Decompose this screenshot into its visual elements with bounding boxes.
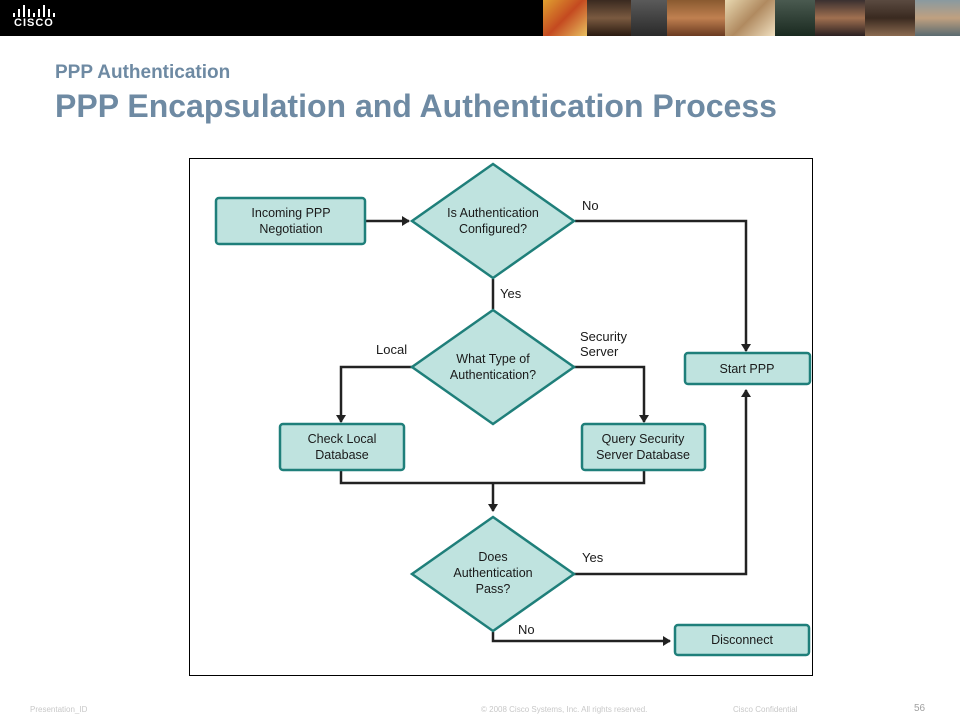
- edge-label-no: No: [582, 198, 599, 213]
- footer-confidential: Cisco Confidential: [733, 705, 798, 714]
- node-label: Incoming PPP: [251, 206, 330, 220]
- svg-text:Configured?: Configured?: [459, 222, 527, 236]
- edge-label-security: Security: [580, 329, 627, 344]
- slide-subtitle: PPP Authentication: [55, 62, 231, 83]
- node-label: Does: [478, 550, 507, 564]
- edge-configured-no-to-start: [575, 219, 751, 352]
- node-label: What Type of: [456, 352, 530, 366]
- footer-copyright: © 2008 Cisco Systems, Inc. All rights re…: [481, 705, 648, 714]
- node-label: Database: [315, 448, 369, 462]
- node-label: Pass?: [476, 582, 511, 596]
- node-label: Is Authentication: [447, 206, 539, 220]
- svg-text:No: No: [582, 198, 599, 213]
- flowchart: Incoming PPP Negotiation Is Authenticati…: [214, 162, 812, 657]
- edge-label-server: Server: [580, 344, 619, 359]
- node-is-auth-configured: Is Authentication Configured?: [409, 162, 577, 280]
- svg-text:Authentication?: Authentication?: [450, 368, 536, 382]
- node-label: Start PPP: [720, 362, 775, 376]
- svg-text:Query Security: Query Security: [602, 432, 685, 446]
- svg-text:What Type of: What Type of: [456, 352, 530, 366]
- edge-label-yes: Yes: [582, 550, 604, 565]
- header-photo: [667, 0, 725, 36]
- header-photo: [865, 0, 915, 36]
- edge-pass-no-to-disconnect: [491, 632, 671, 646]
- svg-text:Does: Does: [478, 550, 507, 564]
- header-photo: [815, 0, 865, 36]
- cisco-logo-text: CISCO: [14, 17, 54, 29]
- node-label: Disconnect: [711, 633, 773, 647]
- svg-text:Is Authentication: Is Authentication: [447, 206, 539, 220]
- page-number: 56: [914, 703, 926, 714]
- svg-text:Database: Database: [315, 448, 369, 462]
- svg-text:Disconnect: Disconnect: [711, 633, 773, 647]
- header-photo: [631, 0, 667, 36]
- cisco-bars-icon: [13, 5, 55, 17]
- node-disconnect: Disconnect: [673, 623, 811, 657]
- edge-label-no: No: [518, 622, 535, 637]
- svg-text:Security: Security: [580, 329, 627, 344]
- edge-pass-yes-to-start: [574, 389, 751, 576]
- svg-text:Pass?: Pass?: [476, 582, 511, 596]
- header-photo: [587, 0, 631, 36]
- svg-text:Check Local: Check Local: [308, 432, 377, 446]
- edge-type-local: [336, 365, 413, 423]
- svg-text:Start PPP: Start PPP: [720, 362, 775, 376]
- node-incoming-ppp: Incoming PPP Negotiation: [214, 196, 367, 246]
- header-photo: [775, 0, 815, 36]
- edge-label-yes: Yes: [500, 286, 522, 301]
- svg-text:Negotiation: Negotiation: [259, 222, 322, 236]
- node-start-ppp: Start PPP: [683, 351, 812, 386]
- node-does-auth-pass: Does Authentication Pass?: [409, 515, 577, 633]
- node-label: Authentication?: [450, 368, 536, 382]
- svg-text:Incoming PPP: Incoming PPP: [251, 206, 330, 220]
- header-photo: [915, 0, 960, 36]
- svg-text:Local: Local: [376, 342, 407, 357]
- svg-text:Server Database: Server Database: [596, 448, 690, 462]
- svg-text:Yes: Yes: [582, 550, 604, 565]
- header-photo-strip: [543, 0, 960, 36]
- edge-label-local: Local: [376, 342, 407, 357]
- slide-title: PPP Encapsulation and Authentication Pro…: [55, 88, 777, 124]
- node-label: Query Security: [602, 432, 685, 446]
- header-photo: [543, 0, 587, 36]
- footer-presentation-id: Presentation_ID: [30, 705, 88, 714]
- node-query-security-server: Query Security Server Database: [580, 422, 707, 472]
- cisco-logo: CISCO: [12, 4, 56, 32]
- node-check-local-database: Check Local Database: [278, 422, 406, 472]
- edge-type-security-server: [574, 365, 649, 423]
- node-label: Configured?: [459, 222, 527, 236]
- svg-text:No: No: [518, 622, 535, 637]
- svg-text:Server: Server: [580, 344, 619, 359]
- node-label: Negotiation: [259, 222, 322, 236]
- edge-local-merge: [339, 471, 646, 485]
- node-label: Authentication: [453, 566, 532, 580]
- header-photo: [725, 0, 775, 36]
- node-label: Check Local: [308, 432, 377, 446]
- top-banner: CISCO: [0, 0, 960, 36]
- connectors: [336, 216, 751, 646]
- node-what-type-auth: What Type of Authentication?: [409, 308, 577, 426]
- svg-text:Yes: Yes: [500, 286, 522, 301]
- flowchart-frame: Incoming PPP Negotiation Is Authenticati…: [189, 158, 813, 676]
- node-label: Server Database: [596, 448, 690, 462]
- svg-text:Authentication: Authentication: [453, 566, 532, 580]
